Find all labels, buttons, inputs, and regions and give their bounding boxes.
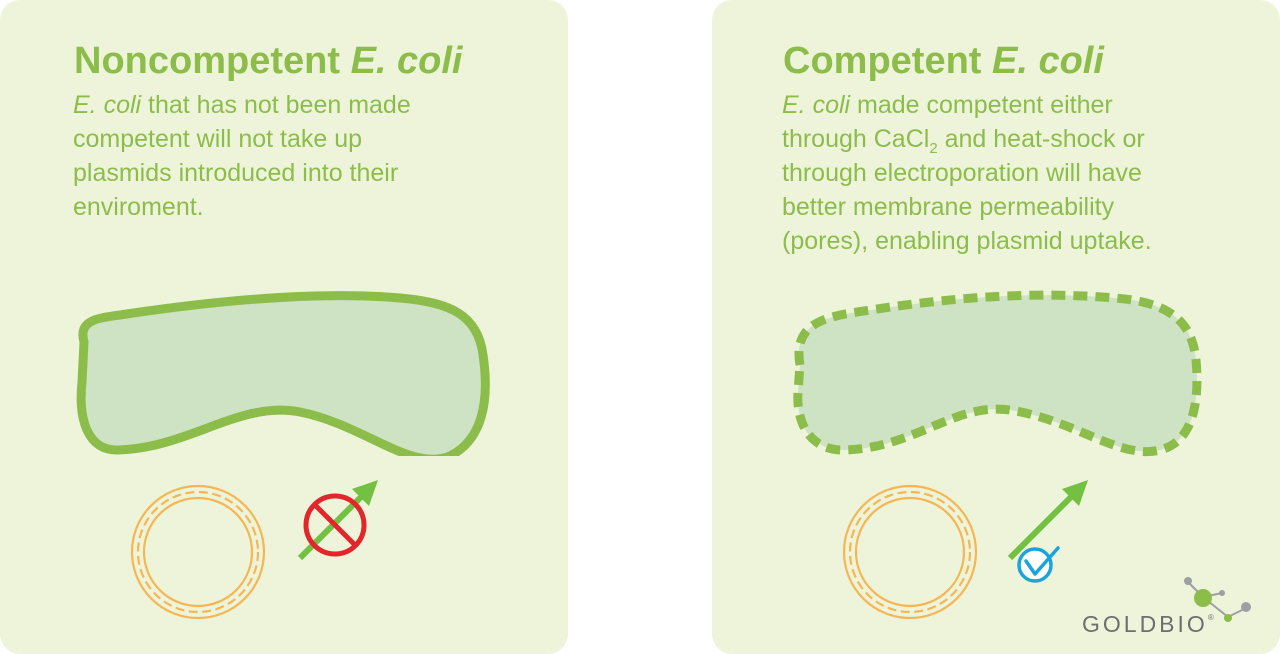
competent-desc-line-1: E. coli made competent either — [782, 88, 1152, 122]
noncompetent-cell — [76, 291, 490, 456]
competent-description: E. coli made competent either through Ca… — [782, 88, 1152, 258]
noncompetent-description: E. coli that has not been made competent… — [73, 88, 411, 224]
blocked-arrow-icon — [297, 480, 378, 561]
uptake-arrow-icon — [1007, 480, 1088, 561]
noncompetent-desc-line-4: enviroment. — [73, 193, 204, 221]
noncompetent-desc-line-1-text: that has not been made — [141, 91, 411, 119]
competent-cell — [793, 290, 1202, 456]
competent-desc-line-2a: through CaCl — [782, 125, 930, 153]
competent-title-italic: E. coli — [992, 40, 1104, 82]
competent-title-main: Competent — [783, 40, 992, 82]
competent-plasmid-icon — [842, 484, 978, 620]
goldbio-logo: GOLDBIO® — [1082, 611, 1214, 638]
competent-desc-line-1-text: made competent either — [850, 91, 1113, 119]
competent-desc-italic: E. coli — [782, 91, 851, 119]
competent-desc-line-2b: and heat-shock or — [937, 125, 1145, 153]
noncompetent-title-main: Noncompetent — [74, 40, 351, 82]
noncompetent-desc-italic: E. coli — [73, 91, 142, 119]
competent-desc-line-3: through electroporation will have — [782, 159, 1142, 187]
noncompetent-title-italic: E. coli — [350, 40, 463, 82]
noncompetent-title: Noncompetent E. coli — [74, 40, 463, 83]
no-entry-icon — [303, 493, 367, 557]
noncompetent-desc-line-1: E. coli that has not been made — [73, 88, 411, 122]
molecule-logo-icon — [1184, 577, 1251, 622]
noncompetent-plasmid-icon — [130, 484, 266, 620]
competent-desc-line-4: better membrane permeability — [782, 193, 1115, 221]
competent-desc-line-2: through CaCl2 and heat-shock or — [782, 122, 1152, 156]
goldbio-logo-text: GOLDBIO — [1082, 611, 1208, 637]
competent-desc-line-5: (pores), enabling plasmid uptake. — [782, 227, 1152, 255]
check-circle-icon — [1017, 546, 1060, 583]
competent-title: Competent E. coli — [783, 40, 1104, 83]
noncompetent-desc-line-2: competent will not take up — [73, 125, 363, 153]
registered-mark: ® — [1207, 613, 1214, 622]
competent-desc-subscript: 2 — [929, 140, 938, 157]
noncompetent-desc-line-3: plasmids introduced into their — [73, 159, 399, 187]
